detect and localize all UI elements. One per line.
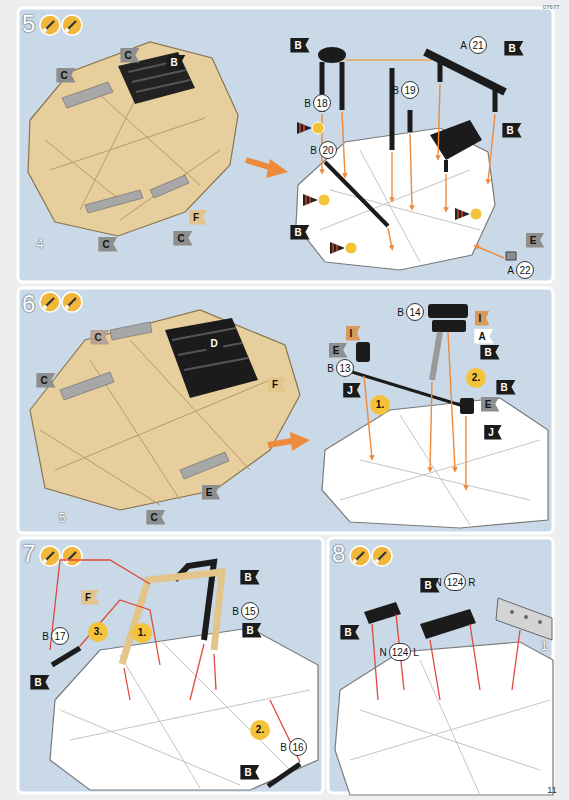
color-flag: C [98, 237, 117, 252]
color-flag: B [480, 345, 499, 360]
color-flag: B [420, 578, 439, 593]
part-callout: B13 [327, 359, 354, 377]
part-number: 15 [241, 602, 259, 620]
part-callout: B20 [310, 141, 337, 159]
step-panel: 5B18B19A21B20A22 [18, 8, 553, 282]
sprue-letter: B [280, 742, 287, 753]
part-number: 13 [336, 359, 354, 377]
color-flag: C [90, 330, 109, 345]
part-number: 18 [313, 94, 331, 112]
color-flag: F [189, 210, 207, 225]
page-number: 11 [547, 785, 556, 795]
step-panel: 8N124RN124L [328, 538, 553, 793]
sprue-letter: B [392, 85, 399, 96]
part-callout: B17 [42, 627, 69, 645]
part-callout: B16 [280, 738, 307, 756]
part-callout: A21 [460, 36, 487, 54]
color-flag: B [496, 380, 515, 395]
sprue-letter: B [327, 363, 334, 374]
sequence-number: 2. [466, 368, 486, 388]
sprue-letter: B [310, 145, 317, 156]
color-flag: B [290, 38, 309, 53]
sprue-letter: B [304, 98, 311, 109]
color-flag: E [329, 343, 348, 358]
color-flag: C [56, 68, 75, 83]
part-number: 22 [516, 261, 534, 279]
sprue-letter: B [42, 631, 49, 642]
part-callout: B15 [232, 602, 259, 620]
part-number: 124 [444, 573, 467, 591]
color-flag: C [120, 48, 139, 63]
color-flag: D [206, 336, 225, 351]
color-flag: B [504, 41, 523, 56]
side-letter: R [468, 577, 475, 588]
part-callout: B18 [304, 94, 331, 112]
part-callout: A22 [507, 261, 534, 279]
part-callout: B14 [397, 303, 424, 321]
part-number: 17 [51, 627, 69, 645]
part-callout: N124R [434, 573, 475, 591]
color-flag: E [202, 485, 221, 500]
color-flag: B [340, 625, 359, 640]
part-number: 16 [289, 738, 307, 756]
color-flag: E [526, 233, 545, 248]
sequence-number: 2. [250, 720, 270, 740]
color-flag: F [81, 590, 99, 605]
step-number: 7 [22, 540, 35, 568]
reference-number: 4 [37, 237, 44, 251]
step-number: 8 [332, 540, 345, 568]
part-callout: N124L [379, 643, 418, 661]
color-flag: J [343, 383, 361, 398]
step-number: 6 [22, 290, 35, 318]
reference-number: 1 [541, 639, 548, 653]
step-panel: 7B15B17B16 [18, 538, 323, 793]
sequence-number: 1. [370, 395, 390, 415]
part-number: 20 [319, 141, 337, 159]
color-flag: C [146, 510, 165, 525]
sprue-letter: A [460, 40, 467, 51]
sprue-letter: B [397, 307, 404, 318]
color-flag: J [484, 425, 502, 440]
color-flag: B [242, 623, 261, 638]
color-flag: A [474, 329, 493, 344]
part-number: 19 [401, 81, 419, 99]
color-flag: F [268, 377, 286, 392]
part-number: 124 [389, 643, 412, 661]
color-flag: B [290, 225, 309, 240]
part-number: 21 [469, 36, 487, 54]
color-flag: C [173, 231, 192, 246]
part-callout: B19 [392, 81, 419, 99]
step-panel: 6B14B13 [18, 288, 553, 533]
color-flag: C [36, 373, 55, 388]
step-number: 5 [22, 10, 35, 38]
kit-number: 07677 [543, 4, 560, 10]
color-flag: B [30, 675, 49, 690]
reference-number: 5 [59, 511, 66, 525]
color-flag: E [481, 397, 500, 412]
sequence-number: 3. [88, 622, 108, 642]
color-flag: B [240, 570, 259, 585]
color-flag: I [346, 326, 361, 341]
sprue-letter: B [232, 606, 239, 617]
sprue-letter: N [379, 647, 386, 658]
color-flag: B [240, 765, 259, 780]
color-flag: B [502, 123, 521, 138]
side-letter: L [413, 647, 419, 658]
sprue-letter: A [507, 265, 514, 276]
sequence-number: 1. [132, 623, 152, 643]
color-flag: B [166, 55, 185, 70]
color-flag: I [475, 311, 490, 326]
part-number: 14 [406, 303, 424, 321]
